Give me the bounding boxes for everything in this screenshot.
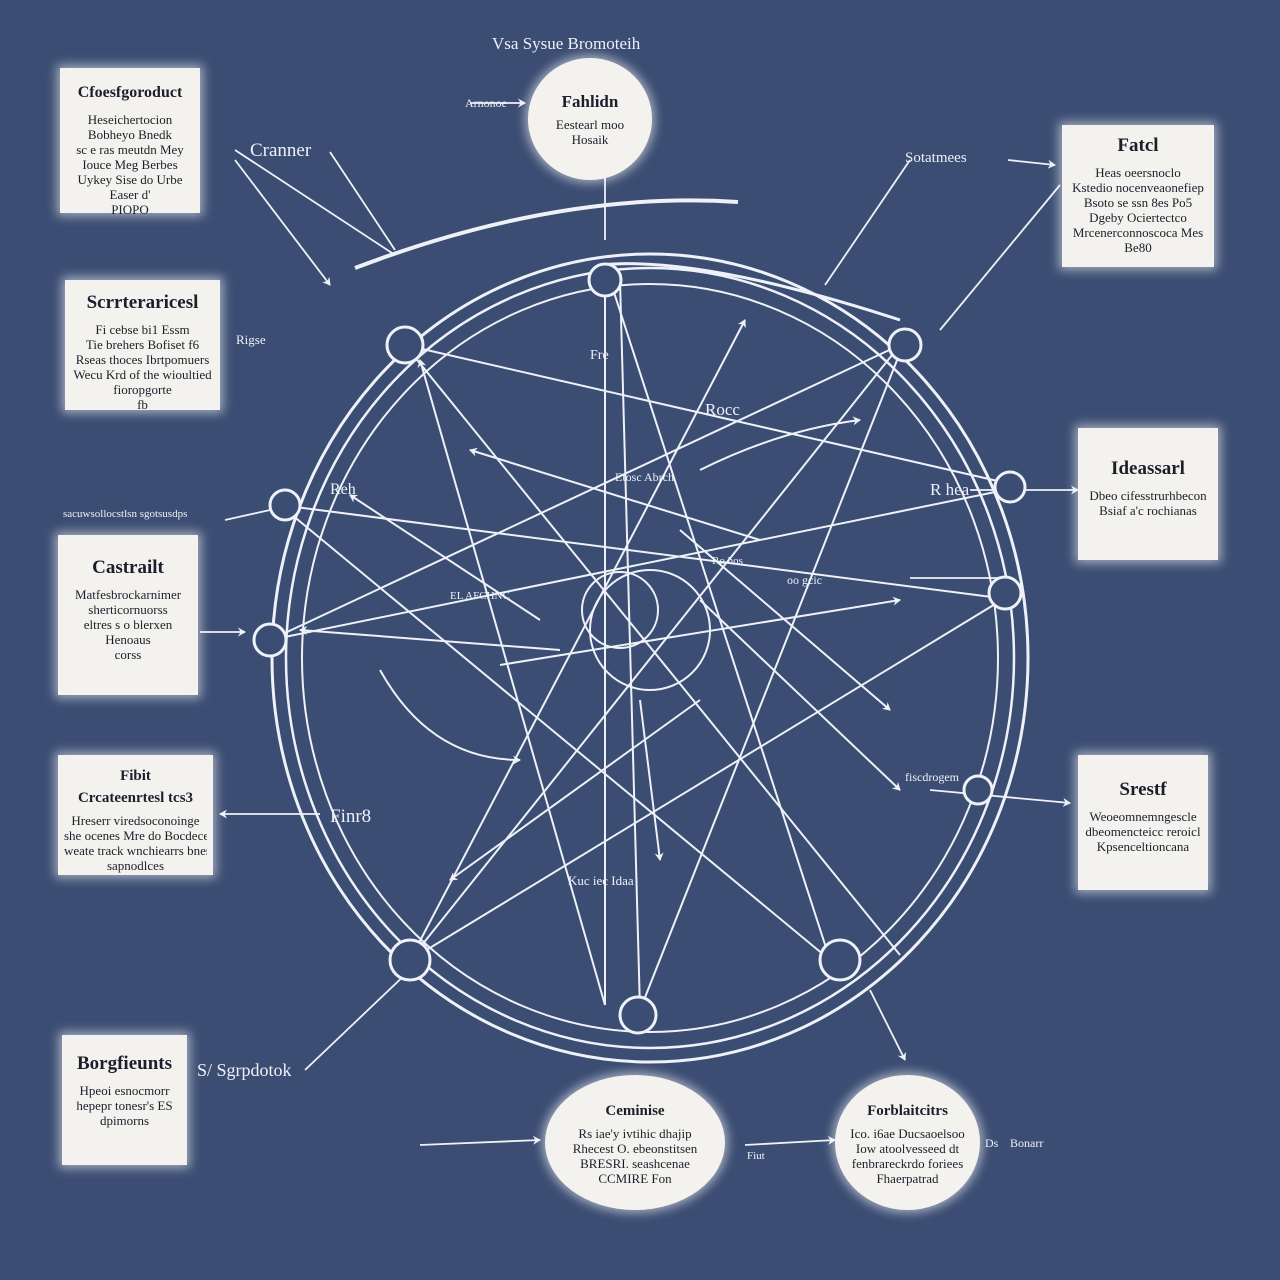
note-left-upper: Scrrteraricesl Fi cebse bi1 Essm Tie bre… [65,280,220,412]
hub-title: Fahlidn [561,92,619,111]
diagram-title: Vsa Sysue Bromoteih [492,34,641,53]
joint-right-upper [993,470,1027,504]
note-left-middle: Castrailt Matfesbrockarnimer sherticornu… [58,535,198,695]
connectors [200,98,1079,1146]
note-top-left: Cfoesfgoroduct Heseichertocion Bobheyo B… [60,68,200,217]
label-a18: Ds [985,1136,999,1150]
joint-top-right [887,327,923,363]
note-left-lower: Fibit Crcateenrtesl tcs3 Hreserr viredso… [58,755,213,875]
outer-ring [270,198,1030,1064]
joints [252,262,1027,1035]
joint-left-upper [268,488,302,522]
hub-node: Fahlidn Eestearl moo Hosaik [528,58,652,180]
label-a16: S/ Sgrpdotok [197,1060,292,1080]
joint-bottom [618,995,658,1035]
joint-right-bottom [962,774,994,806]
joint-top-left [385,325,425,365]
label-a17: Fiut [747,1150,765,1162]
label-a19: Bonarr [1010,1136,1044,1150]
label-a20: Fre [590,348,609,363]
note-bottom-center: Ceminise Rs iae'y ivtihic dhajip Rhecest… [545,1075,725,1210]
note-top-right: Fatcl Heas oeersnoclo Kstedio nocenveaon… [1062,125,1214,267]
label-a1: Arnonoe [465,96,507,110]
joint-left-lower [252,622,288,658]
label-a3: Sotatmees [905,150,967,166]
note-right-upper: Ideassarl Dbeo cifesstrurhbecon Bsiaf a'… [1078,428,1218,560]
label-a15: Kuc iec Idaa [568,873,634,888]
label-a12: oo gcic [787,573,822,587]
label-a5: sacuwsollocstlsn sgotsusdps [63,508,188,520]
note-bottom-right: Forblaitcitrs Ico. i6ae Ducsaoelsoo Iow … [835,1075,980,1210]
joint-top [587,262,623,298]
label-a4: Rigse [236,332,266,347]
label-a8: R hea [930,480,970,499]
label-a7: Etosc Abrch [615,470,674,484]
joint-right-lower [987,575,1023,611]
joint-bottom-right [818,938,862,982]
label-a9: Ro hos [712,555,743,567]
label-a10: Rocc [705,400,740,419]
label-a11: EL AFCHNC [450,590,510,602]
label-a6: Reh [330,481,356,498]
joint-bottom-left [388,938,432,982]
label-a13: Finr8 [330,806,372,827]
label-a2: Cranner [250,140,312,161]
label-a14: fiscdrogem [905,770,959,784]
note-bottom-left: Borgfieunts Hpeoi esnocmorr hepepr tones… [62,1035,187,1165]
note-right-lower: Srestf Weoeomnemngescle dbeomencteicc re… [1078,755,1208,890]
spokes [269,279,1016,1011]
